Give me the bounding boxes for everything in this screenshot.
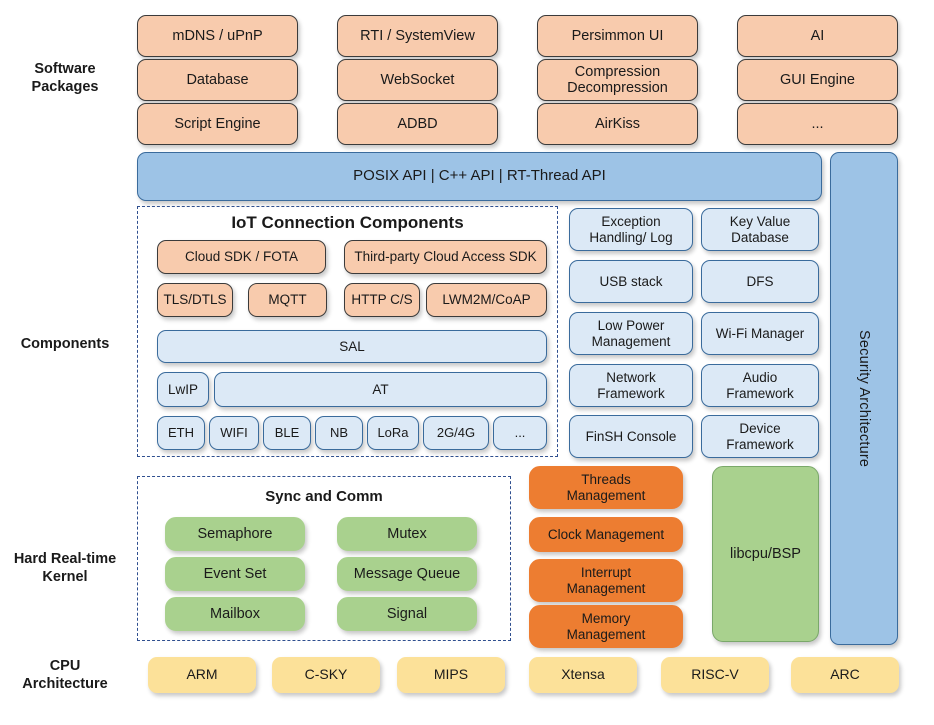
iot-link-eth[interactable]: ETH <box>157 416 205 450</box>
kernel-memory-management[interactable]: Memory Management <box>529 605 683 648</box>
kernel-threads-management[interactable]: Threads Management <box>529 466 683 509</box>
iot-at[interactable]: AT <box>214 372 547 407</box>
iot-cloud-sdk-fota[interactable]: Cloud SDK / FOTA <box>157 240 326 274</box>
package-compression-decompression[interactable]: Compression Decompression <box>537 59 698 101</box>
security-architecture-bar[interactable]: Security Architecture <box>830 152 898 645</box>
package-more[interactable]: ... <box>737 103 898 145</box>
row-label-software-packages: Software Packages <box>31 61 99 96</box>
component-device-framework[interactable]: Device Framework <box>701 415 819 458</box>
package-persimmon-ui[interactable]: Persimmon UI <box>537 15 698 57</box>
iot-third-party-cloud-access-sdk[interactable]: Third-party Cloud Access SDK <box>344 240 547 274</box>
libcpu-bsp[interactable]: libcpu/BSP <box>712 466 819 642</box>
package-ai[interactable]: AI <box>737 15 898 57</box>
sync-mutex[interactable]: Mutex <box>337 517 477 551</box>
package-adbd[interactable]: ADBD <box>337 103 498 145</box>
iot-lwip[interactable]: LwIP <box>157 372 209 407</box>
iot-tls-dtls[interactable]: TLS/DTLS <box>157 283 233 317</box>
cpu-risc-v[interactable]: RISC-V <box>661 657 769 693</box>
package-airkiss[interactable]: AirKiss <box>537 103 698 145</box>
sync-message-queue[interactable]: Message Queue <box>337 557 477 591</box>
cpu-c-sky[interactable]: C-SKY <box>272 657 380 693</box>
package-script-engine[interactable]: Script Engine <box>137 103 298 145</box>
iot-connection-title: IoT Connection Components <box>231 213 464 232</box>
sync-semaphore[interactable]: Semaphore <box>165 517 305 551</box>
cpu-mips[interactable]: MIPS <box>397 657 505 693</box>
component-low-power-management[interactable]: Low Power Management <box>569 312 693 355</box>
kernel-clock-management[interactable]: Clock Management <box>529 517 683 552</box>
component-key-value-database[interactable]: Key Value Database <box>701 208 819 251</box>
iot-sal[interactable]: SAL <box>157 330 547 363</box>
iot-link-2g-4g[interactable]: 2G/4G <box>423 416 489 450</box>
iot-http-cs[interactable]: HTTP C/S <box>344 283 420 317</box>
row-label-cpu-architecture: CPU Architecture <box>22 658 108 693</box>
cpu-arm[interactable]: ARM <box>148 657 256 693</box>
sync-event-set[interactable]: Event Set <box>165 557 305 591</box>
component-network-framework[interactable]: Network Framework <box>569 364 693 407</box>
iot-link-more[interactable]: ... <box>493 416 547 450</box>
security-architecture-label: Security Architecture <box>856 329 873 468</box>
iot-link-nb[interactable]: NB <box>315 416 363 450</box>
package-rti-systemview[interactable]: RTI / SystemView <box>337 15 498 57</box>
component-audio-framework[interactable]: Audio Framework <box>701 364 819 407</box>
iot-mqtt[interactable]: MQTT <box>248 283 327 317</box>
iot-link-wifi[interactable]: WIFI <box>209 416 259 450</box>
sync-and-comm-title: Sync and Comm <box>265 488 383 505</box>
component-exception-handling-log[interactable]: Exception Handling/ Log <box>569 208 693 251</box>
sync-mailbox[interactable]: Mailbox <box>165 597 305 631</box>
package-database[interactable]: Database <box>137 59 298 101</box>
component-dfs[interactable]: DFS <box>701 260 819 303</box>
iot-link-ble[interactable]: BLE <box>263 416 311 450</box>
package-gui-engine[interactable]: GUI Engine <box>737 59 898 101</box>
cpu-arc[interactable]: ARC <box>791 657 899 693</box>
kernel-interrupt-management[interactable]: Interrupt Management <box>529 559 683 602</box>
api-bar[interactable]: POSIX API | C++ API | RT-Thread API <box>137 152 822 201</box>
iot-link-lora[interactable]: LoRa <box>367 416 419 450</box>
sync-signal[interactable]: Signal <box>337 597 477 631</box>
component-usb-stack[interactable]: USB stack <box>569 260 693 303</box>
iot-lwm2m-coap[interactable]: LWM2M/CoAP <box>426 283 547 317</box>
component-wifi-manager[interactable]: Wi-Fi Manager <box>701 312 819 355</box>
sync-and-comm-group <box>137 476 511 641</box>
cpu-xtensa[interactable]: Xtensa <box>529 657 637 693</box>
component-finsh-console[interactable]: FinSH Console <box>569 415 693 458</box>
package-mdns-upnp[interactable]: mDNS / uPnP <box>137 15 298 57</box>
iot-connection-group <box>137 206 558 457</box>
row-label-components: Components <box>20 336 110 352</box>
row-label-kernel: Hard Real-time Kernel <box>13 551 117 586</box>
package-websocket[interactable]: WebSocket <box>337 59 498 101</box>
